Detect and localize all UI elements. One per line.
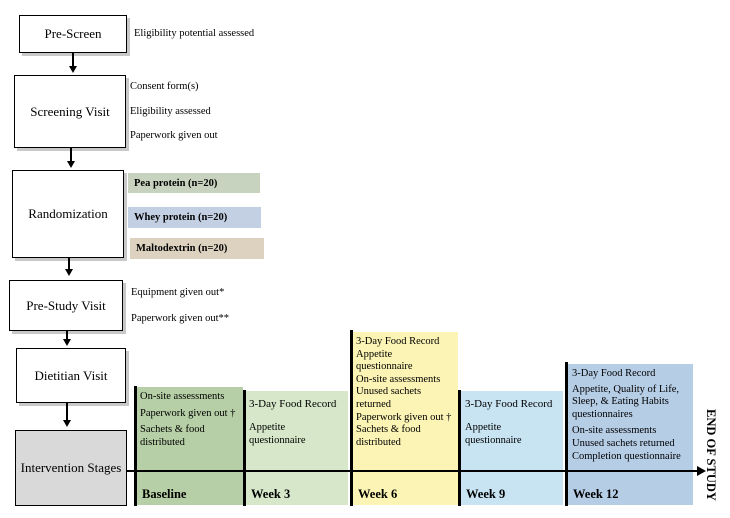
stage-dietitian-label: Dietitian Visit	[34, 367, 108, 383]
connector-line	[66, 403, 68, 421]
week6-item: Paperwork given out †	[356, 411, 452, 423]
timeline-arrow-icon	[697, 466, 706, 476]
stage-dietitian-visit: Dietitian Visit	[16, 348, 126, 403]
connector-line	[70, 148, 72, 162]
arm-whey-label: Whey protein (n=20)	[134, 212, 228, 223]
stage-intervention-label: Intervention Stages	[20, 460, 122, 475]
week-divider	[134, 386, 137, 506]
week6-item: Appetite questionnaire	[356, 348, 413, 373]
baseline-box: On-site assessments Paperwork given out …	[136, 387, 243, 505]
note-paperwork-prestudy: Paperwork given out**	[131, 313, 229, 324]
week3-item: 3-Day Food Record	[249, 398, 337, 410]
connector-line	[68, 258, 70, 270]
baseline-item: Sachets & food distributed	[140, 424, 205, 448]
arrow-down-icon	[69, 66, 77, 73]
week12-item: Appetite, Quality of Life, Sleep, & Eati…	[572, 383, 680, 420]
week12-item: Unused sachets returned	[572, 437, 675, 449]
arm-pea-protein: Pea protein (n=20)	[128, 173, 260, 193]
arm-pea-label: Pea protein (n=20)	[134, 177, 218, 189]
note-eligibility: Eligibility assessed	[130, 106, 211, 117]
week-divider	[565, 362, 568, 506]
week-divider	[243, 390, 246, 506]
week-label-baseline: Baseline	[142, 487, 187, 501]
week3-item: Appetite questionnaire	[249, 422, 306, 446]
note-paperwork: Paperwork given out	[130, 130, 218, 141]
week-label-week6: Week 6	[358, 487, 398, 501]
stage-pre-screen: Pre-Screen	[19, 15, 127, 53]
week6-item: Unused sachets returned	[356, 386, 422, 410]
stage-pre-screen-label: Pre-Screen	[44, 26, 102, 41]
baseline-item: On-site assessments	[140, 391, 225, 402]
week-divider	[350, 330, 353, 506]
stage-screening-label: Screening Visit	[30, 103, 110, 119]
week3-box: 3-Day Food Record Appetite questionnaire	[245, 391, 348, 505]
week9-box: 3-Day Food Record Appetite questionnaire	[461, 391, 563, 505]
week-label-week12: Week 12	[573, 487, 619, 501]
stage-randomization: Randomization	[12, 170, 124, 258]
arrow-down-icon	[63, 339, 71, 346]
baseline-item: Paperwork given out †	[140, 407, 236, 419]
stage-pre-study-label: Pre-Study Visit	[26, 297, 106, 313]
arrow-down-icon	[63, 420, 71, 427]
week12-item: On-site assessments	[572, 425, 657, 437]
note-prescreen: Eligibility potential assessed	[134, 28, 255, 39]
connector-line	[66, 331, 68, 340]
week6-item: On-site assessments	[356, 373, 441, 385]
week6-box: 3-Day Food Record Appetite questionnaire…	[352, 332, 458, 505]
week-label-week3: Week 3	[251, 487, 291, 501]
arm-whey-protein: Whey protein (n=20)	[128, 207, 261, 228]
note-equipment: Equipment given out*	[131, 287, 225, 298]
end-of-study-label: END OF STUDY	[704, 409, 718, 501]
week6-item: Sachets & food distributed	[356, 424, 421, 448]
stage-screening-visit: Screening Visit	[14, 75, 126, 148]
week12-item: Completion questionnaire	[572, 450, 681, 462]
arrow-down-icon	[67, 161, 75, 168]
connector-line	[72, 53, 74, 67]
stage-pre-study-visit: Pre-Study Visit	[9, 280, 123, 331]
stage-randomization-label: Randomization	[28, 206, 108, 221]
week9-item: 3-Day Food Record	[465, 398, 553, 410]
week6-item: 3-Day Food Record	[356, 336, 440, 347]
arrow-down-icon	[65, 269, 73, 276]
note-consent: Consent form(s)	[130, 81, 199, 92]
week-divider	[458, 390, 461, 506]
arm-maltodextrin: Maltodextrin (n=20)	[130, 238, 264, 259]
arm-malto-label: Maltodextrin (n=20)	[136, 243, 228, 254]
week12-item: 3-Day Food Record	[572, 368, 656, 379]
week-label-week9: Week 9	[466, 487, 506, 501]
timeline-line	[127, 470, 698, 472]
week9-item: Appetite questionnaire	[465, 422, 522, 446]
week12-box: 3-Day Food Record Appetite, Quality of L…	[568, 364, 693, 505]
stage-intervention: Intervention Stages	[15, 430, 127, 506]
